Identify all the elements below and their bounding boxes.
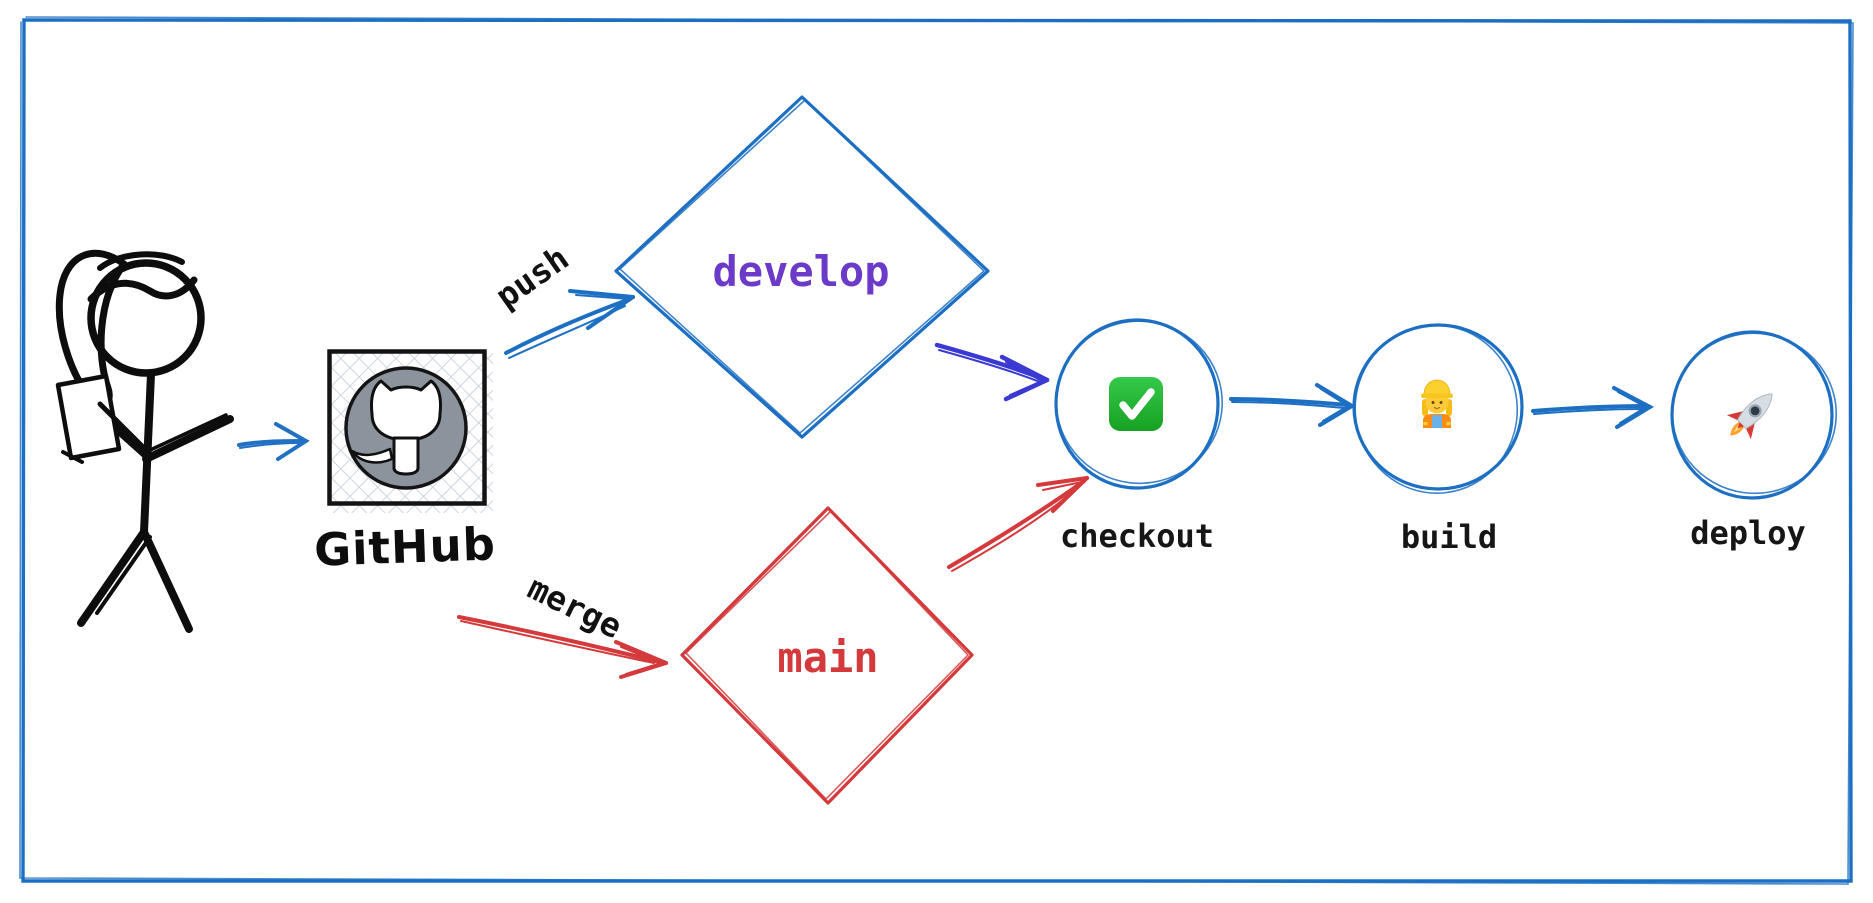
rocket-emoji-icon: [1726, 393, 1773, 440]
check-mark-button-emoji-icon: [1109, 377, 1163, 431]
checkout-label: checkout: [1059, 517, 1215, 555]
build-circle: [1352, 323, 1524, 494]
develop-label: develop: [712, 247, 890, 296]
arrow-checkout-to-build: [1229, 383, 1356, 427]
github-box: [327, 349, 493, 513]
octocat-icon: [350, 379, 442, 476]
arrow-push: [504, 289, 635, 359]
deploy-label: deploy: [1690, 514, 1806, 552]
main-diamond: [680, 506, 974, 805]
arrow-main-to-checkout: [947, 476, 1089, 572]
main-label: main: [777, 633, 879, 682]
github-label: GitHub: [313, 517, 497, 577]
arrow-develop-to-checkout: [934, 342, 1050, 402]
arrow-build-to-deploy: [1531, 386, 1655, 429]
stick-figure-developer: [55, 249, 234, 633]
construction-worker-emoji-icon: [1421, 379, 1453, 428]
arrow-person-to-github: [237, 422, 310, 461]
deploy-circle: [1670, 330, 1838, 500]
frame-border: [19, 16, 1854, 885]
build-label: build: [1400, 518, 1498, 556]
checkout-circle: [1054, 318, 1223, 490]
arrow-merge: [457, 615, 668, 679]
develop-diamond: [614, 95, 990, 439]
